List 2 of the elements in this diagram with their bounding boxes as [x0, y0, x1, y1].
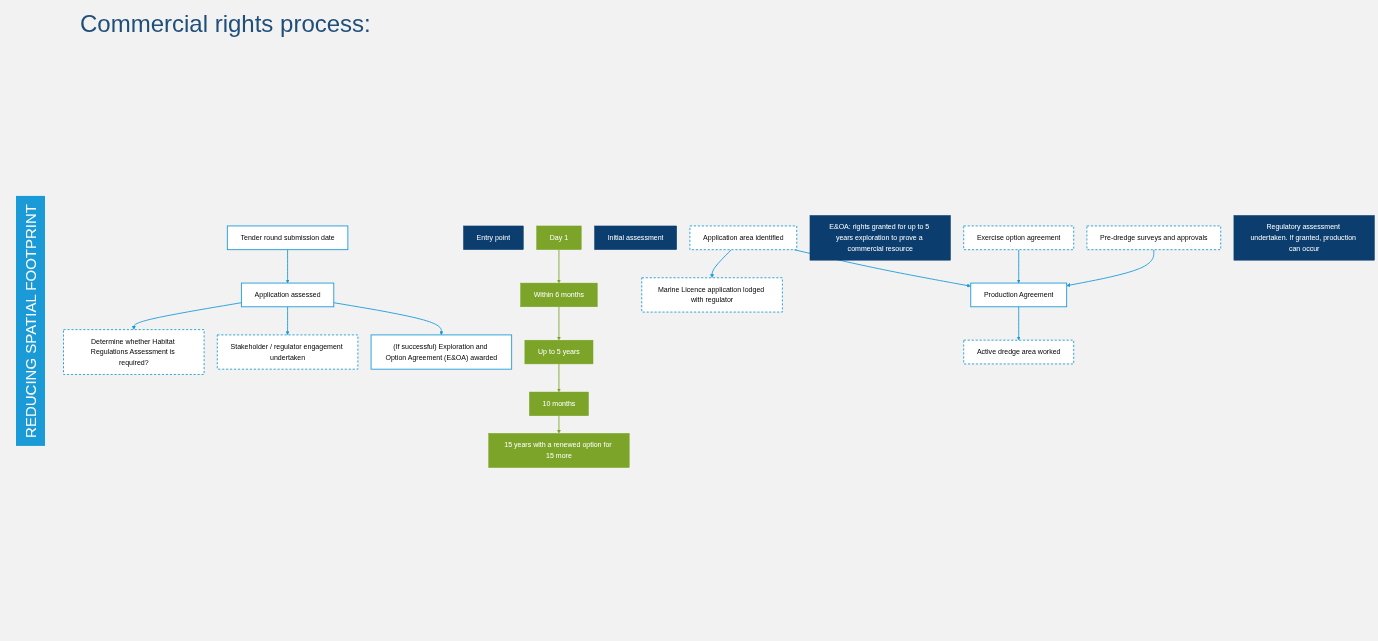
diagram-title: Commercial rights process:	[79, 9, 372, 39]
direction-arrow-label: REDUCING SPATIAL FOOTPRINT	[15, 195, 45, 446]
